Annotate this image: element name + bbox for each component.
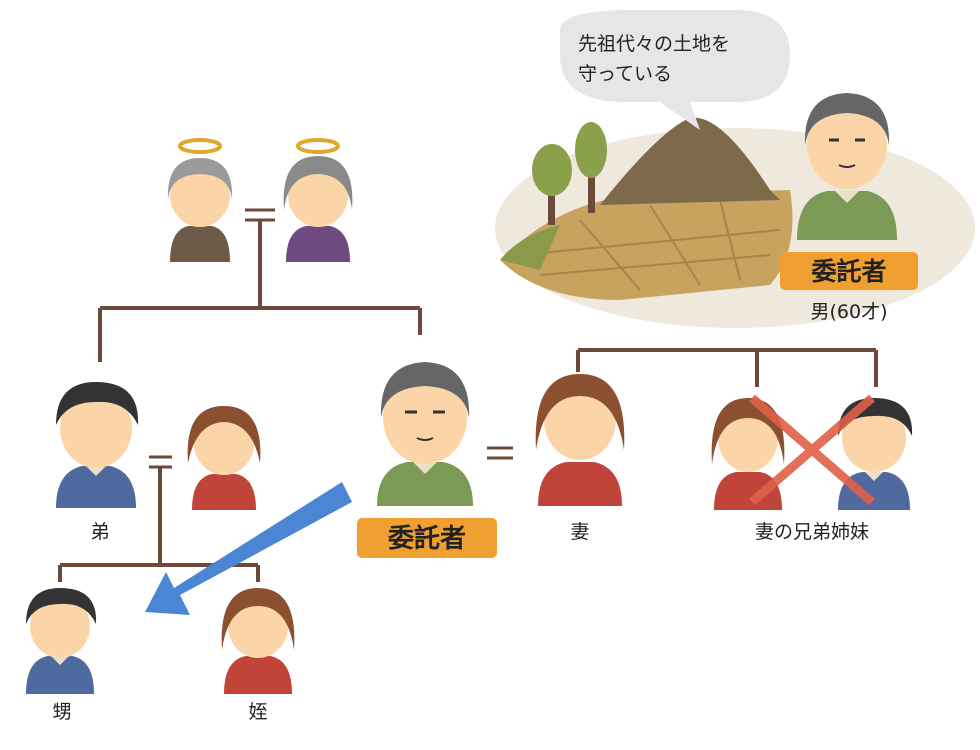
halo-icon	[296, 138, 340, 154]
trustor-caption: 男(60才)	[810, 301, 887, 323]
tree-lines	[58, 208, 878, 582]
label-younger-brother: 弟	[90, 521, 109, 543]
label-niece: 姪	[248, 701, 267, 723]
speech-bubble-line1: 先祖代々の土地を	[578, 33, 730, 55]
label-wife: 妻	[570, 521, 589, 543]
trustor-figure-scene	[797, 93, 897, 240]
trustor-badge-scene: 委託者	[780, 252, 918, 290]
trustor-badge: 委託者	[357, 518, 497, 558]
younger-brother-figure	[56, 382, 139, 508]
grandfather-figure	[167, 138, 233, 262]
brothers-wife-figure	[187, 406, 261, 510]
nephew-figure	[26, 588, 97, 694]
halo-icon	[178, 138, 222, 154]
trustor-figure	[377, 362, 473, 506]
speech-bubble-line2: 守っている	[578, 63, 672, 85]
grandmother-figure	[283, 138, 353, 262]
cross-mark-icon	[749, 394, 875, 506]
label-nephew: 甥	[52, 701, 71, 723]
label-wife-siblings: 妻の兄弟姉妹	[755, 521, 869, 543]
trustor-badge-label: 委託者	[388, 523, 466, 554]
wife-figure	[535, 374, 625, 506]
land-scene	[495, 117, 975, 328]
inheritance-arrow	[145, 482, 352, 615]
trustor-badge-scene-label: 委託者	[810, 257, 886, 286]
mountain	[600, 117, 780, 205]
niece-figure	[221, 588, 295, 694]
tree-icon	[575, 122, 607, 213]
tree-icon	[532, 144, 572, 225]
speech-bubble: 先祖代々の土地を 守っている	[560, 10, 790, 130]
